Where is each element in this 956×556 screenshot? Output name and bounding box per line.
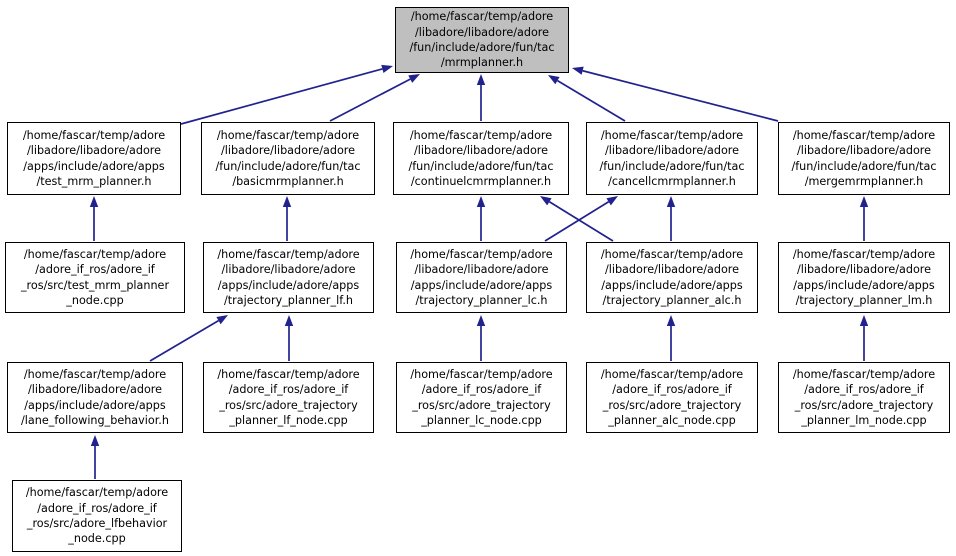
graph-edge-mergemrmplanner_h-to-root bbox=[572, 66, 779, 122]
graph-node-label: /home/fascar/temp/adore /adore_if_ros/ad… bbox=[20, 247, 170, 307]
graph-edge-trajectory_planner_alc_h-to-cancellcmrmplanner_h bbox=[666, 196, 676, 241]
graph-node-test_mrm_planner_node_cpp[interactable]: /home/fascar/temp/adore /adore_if_ros/ad… bbox=[5, 242, 185, 313]
graph-edge-cancellcmrmplanner_h-to-root bbox=[548, 75, 626, 122]
graph-node-label: /home/fascar/temp/adore /libadore/libado… bbox=[409, 10, 555, 70]
graph-node-test_mrm_planner_h[interactable]: /home/fascar/temp/adore /libadore/libado… bbox=[7, 122, 181, 195]
graph-node-trajectory_planner_lc_h[interactable]: /home/fascar/temp/adore /libadore/libado… bbox=[396, 242, 567, 313]
graph-node-adore_trajectory_planner_lf_node_cpp[interactable]: /home/fascar/temp/adore /adore_if_ros/ad… bbox=[203, 362, 374, 433]
graph-node-adore_trajectory_planner_alc_node_cpp[interactable]: /home/fascar/temp/adore /adore_if_ros/ad… bbox=[586, 362, 758, 433]
graph-node-trajectory_planner_alc_h[interactable]: /home/fascar/temp/adore /libadore/libado… bbox=[586, 242, 758, 313]
graph-edge-adore_trajectory_planner_lm_node_cpp-to-trajectory_planner_lm_h bbox=[859, 315, 869, 361]
graph-node-label: /home/fascar/temp/adore /libadore/libado… bbox=[217, 247, 360, 307]
graph-node-mergemrmplanner_h[interactable]: /home/fascar/temp/adore /libadore/libado… bbox=[778, 122, 950, 195]
graph-edge-trajectory_planner_alc_h-to-continuelcmrmplanner_h bbox=[540, 196, 614, 242]
graph-edge-test_mrm_planner_h-to-root bbox=[180, 64, 393, 125]
graph-edge-trajectory_planner_lf_h-to-basicmrmplanner_h bbox=[282, 196, 292, 241]
graph-edge-adore_trajectory_planner_alc_node_cpp-to-trajectory_planner_alc_h bbox=[666, 315, 676, 361]
graph-edge-basicmrmplanner_h-to-root bbox=[329, 74, 420, 122]
graph-node-cancellcmrmplanner_h[interactable]: /home/fascar/temp/adore /libadore/libado… bbox=[586, 122, 758, 195]
graph-node-label: /home/fascar/temp/adore /libadore/libado… bbox=[22, 128, 166, 188]
graph-node-label: /home/fascar/temp/adore /libadore/libado… bbox=[599, 128, 745, 188]
graph-node-basicmrmplanner_h[interactable]: /home/fascar/temp/adore /libadore/libado… bbox=[201, 122, 375, 195]
graph-node-label: /home/fascar/temp/adore /adore_if_ros/ad… bbox=[25, 486, 169, 546]
graph-node-label: /home/fascar/temp/adore /adore_if_ros/ad… bbox=[792, 367, 936, 427]
graph-edge-trajectory_planner_lc_h-to-cancellcmrmplanner_h bbox=[544, 196, 618, 242]
graph-node-label: /home/fascar/temp/adore /adore_if_ros/ad… bbox=[600, 367, 744, 427]
graph-edge-test_mrm_planner_node_cpp-to-test_mrm_planner_h bbox=[89, 196, 99, 241]
graph-node-lane_following_behavior_h[interactable]: /home/fascar/temp/adore /libadore/libado… bbox=[7, 362, 183, 433]
graph-edge-adore_trajectory_planner_lc_node_cpp-to-trajectory_planner_lc_h bbox=[476, 315, 486, 361]
graph-node-continuelcmrmplanner_h[interactable]: /home/fascar/temp/adore /libadore/libado… bbox=[393, 122, 569, 195]
graph-edge-trajectory_planner_lc_h-to-continuelcmrmplanner_h bbox=[476, 196, 486, 241]
graph-edge-adore_lfbehavior_node_cpp-to-lane_following_behavior_h bbox=[90, 435, 100, 479]
graph-node-trajectory_planner_lf_h[interactable]: /home/fascar/temp/adore /libadore/libado… bbox=[203, 242, 374, 313]
graph-node-label: /home/fascar/temp/adore /libadore/libado… bbox=[600, 247, 744, 307]
graph-node-trajectory_planner_lm_h[interactable]: /home/fascar/temp/adore /libadore/libado… bbox=[778, 242, 950, 313]
graph-node-label: /home/fascar/temp/adore /adore_if_ros/ad… bbox=[217, 367, 360, 427]
graph-node-adore_lfbehavior_node_cpp[interactable]: /home/fascar/temp/adore /adore_if_ros/ad… bbox=[12, 480, 182, 552]
graph-edge-lane_following_behavior_h-to-trajectory_planner_lf_h bbox=[149, 315, 228, 362]
graph-edge-continuelcmrmplanner_h-to-root bbox=[476, 74, 486, 121]
graph-node-label: /home/fascar/temp/adore /libadore/libado… bbox=[792, 247, 936, 307]
graph-node-label: /home/fascar/temp/adore /libadore/libado… bbox=[21, 367, 169, 427]
graph-node-root[interactable]: /home/fascar/temp/adore /libadore/libado… bbox=[395, 7, 569, 73]
graph-node-adore_trajectory_planner_lc_node_cpp[interactable]: /home/fascar/temp/adore /adore_if_ros/ad… bbox=[396, 362, 567, 433]
graph-node-label: /home/fascar/temp/adore /libadore/libado… bbox=[215, 128, 361, 188]
graph-edge-adore_trajectory_planner_lf_node_cpp-to-trajectory_planner_lf_h bbox=[284, 315, 294, 361]
graph-node-adore_trajectory_planner_lm_node_cpp[interactable]: /home/fascar/temp/adore /adore_if_ros/ad… bbox=[778, 362, 950, 433]
graph-edge-trajectory_planner_lm_h-to-mergemrmplanner_h bbox=[859, 196, 869, 241]
graph-node-label: /home/fascar/temp/adore /libadore/libado… bbox=[410, 247, 553, 307]
graph-node-label: /home/fascar/temp/adore /libadore/libado… bbox=[408, 128, 554, 188]
graph-node-label: /home/fascar/temp/adore /adore_if_ros/ad… bbox=[410, 367, 553, 427]
graph-node-label: /home/fascar/temp/adore /libadore/libado… bbox=[791, 128, 937, 188]
